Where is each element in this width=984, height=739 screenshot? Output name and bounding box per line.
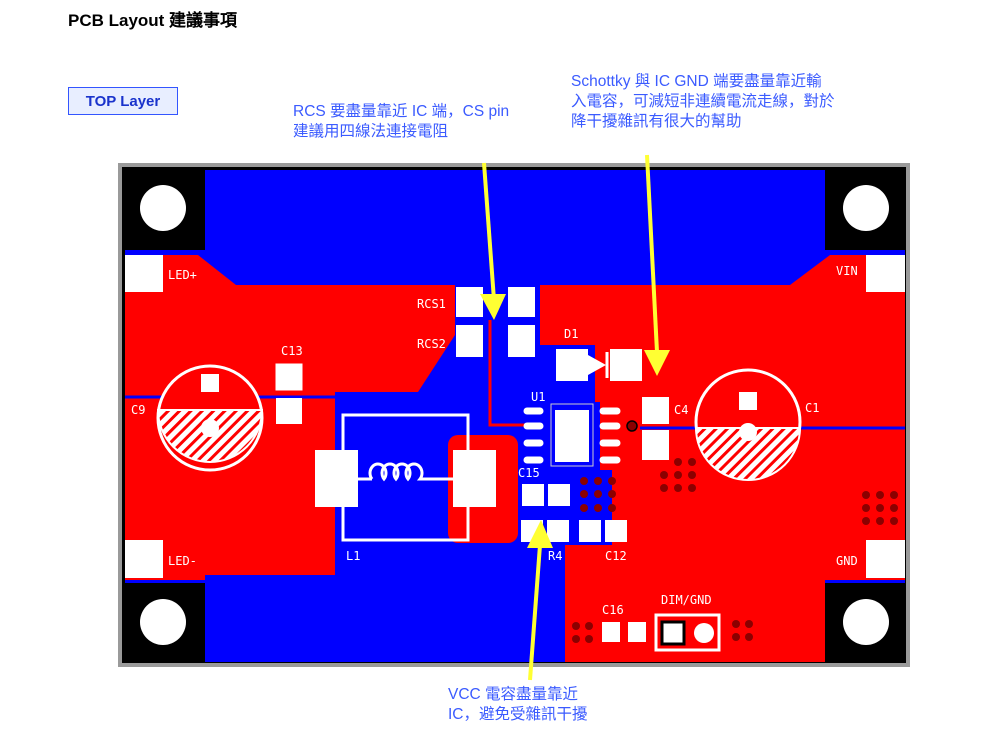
silk-led-plus: LED+ [168,268,197,282]
connector-pads [125,255,905,578]
layer-label: TOP Layer [68,87,178,115]
silk-dim-gnd: DIM/GND [661,593,712,607]
silk-c15: C15 [518,466,540,480]
schottky-note-line: 降干擾雜訊有很大的幫助 [571,113,742,130]
silk-rcs2: RCS2 [417,337,446,351]
annotation-arrows [480,154,670,681]
cs-trace [488,320,525,427]
silk-r4: R4 [548,549,562,563]
silk-c9: C9 [131,403,145,417]
vcc-note: VCC 電容盡量靠近 IC，避免受雜訊干擾 [448,685,588,725]
page-title: PCB Layout 建議事項 [68,11,238,30]
silk-c13: C13 [281,344,303,358]
silk-c4: C4 [674,403,688,417]
c1-capacitor [694,368,802,481]
d1-diode [556,349,642,381]
silk-l1: L1 [346,549,360,563]
rcs-note: RCS 要盡量靠近 IC 端，CS pin 建議用四線法連接電阻 [293,102,509,142]
silk-rcs1: RCS1 [417,297,446,311]
silk-gnd: GND [836,554,858,568]
schottky-note-line: Schottky 與 IC GND 端要盡量靠近輸 [571,73,822,90]
silk-led-minus: LED- [168,554,197,568]
c9-capacitor [156,364,264,472]
l1-inductor [315,413,496,542]
c13-pads [275,363,303,424]
c4-pads [642,397,669,460]
rcs-note-line: 建議用四線法連接電阻 [293,123,449,140]
thermal-vias [572,458,898,643]
u1-ic [523,403,638,467]
rcs-note-line: RCS 要盡量靠近 IC 端，CS pin [293,103,510,120]
silk-u1: U1 [531,390,545,404]
silk-c1: C1 [805,401,819,415]
mounting-holes [140,185,889,645]
silk-c16: C16 [602,603,624,617]
silk-c12: C12 [605,549,627,563]
silk-vin: VIN [836,264,858,278]
rcs-pads [456,287,535,357]
dim-gnd-connector [654,613,721,652]
vcc-note-line: IC，避免受雜訊干擾 [448,706,588,723]
schottky-note-line: 入電容，可減短非連續電流走線，對於 [571,93,835,110]
schottky-note: Schottky 與 IC GND 端要盡量靠近輸 入電容，可減短非連續電流走線… [571,72,835,132]
vcc-note-line: VCC 電容盡量靠近 [448,686,579,703]
silk-d1: D1 [564,327,578,341]
